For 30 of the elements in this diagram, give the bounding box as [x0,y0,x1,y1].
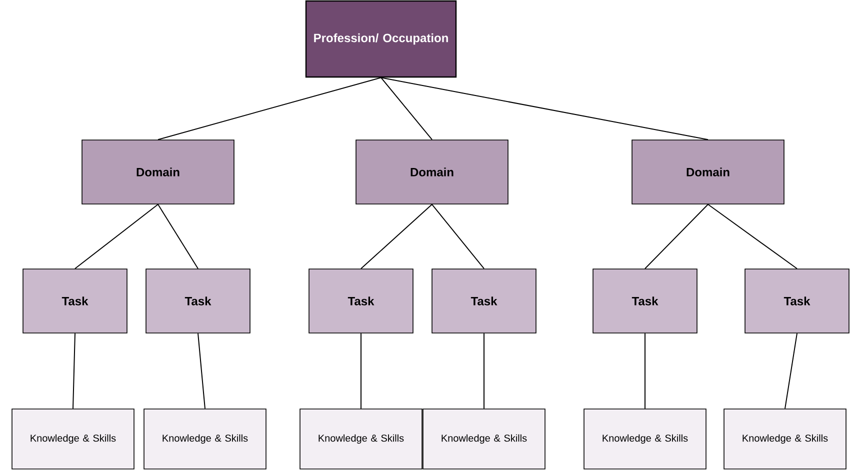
connector-line [198,332,206,410]
connector-line [644,332,646,410]
domain-box: Domain [632,140,784,204]
connector-line [360,332,362,410]
connector-line [158,204,198,270]
domain-box: Domain [356,140,508,204]
profession-box: Profession/ Occupation [305,0,457,78]
connector-line [380,77,432,140]
connector-line [360,204,432,270]
knowledge-box: Knowledge & Skills [12,408,134,470]
connector-line [784,332,798,410]
connector-line [74,204,158,270]
knowledge-box: Knowledge & Skills [422,408,546,470]
domain-box: Domain [82,140,234,204]
knowledge-box: Knowledge & Skills [724,408,846,470]
connector-line [644,204,708,270]
task-box: Task [432,268,536,334]
connector-line [708,204,798,270]
task-box: Task [744,268,850,334]
task-box: Task [146,268,250,334]
task-box: Task [22,268,128,334]
connector-line [432,204,484,270]
connector-line [72,332,76,410]
connector-line [158,77,382,140]
knowledge-box: Knowledge & Skills [144,408,266,470]
knowledge-box: Knowledge & Skills [584,408,706,470]
connector-line [380,77,708,140]
task-box: Task [308,268,414,334]
task-box: Task [592,268,698,334]
knowledge-box: Knowledge & Skills [300,408,422,470]
